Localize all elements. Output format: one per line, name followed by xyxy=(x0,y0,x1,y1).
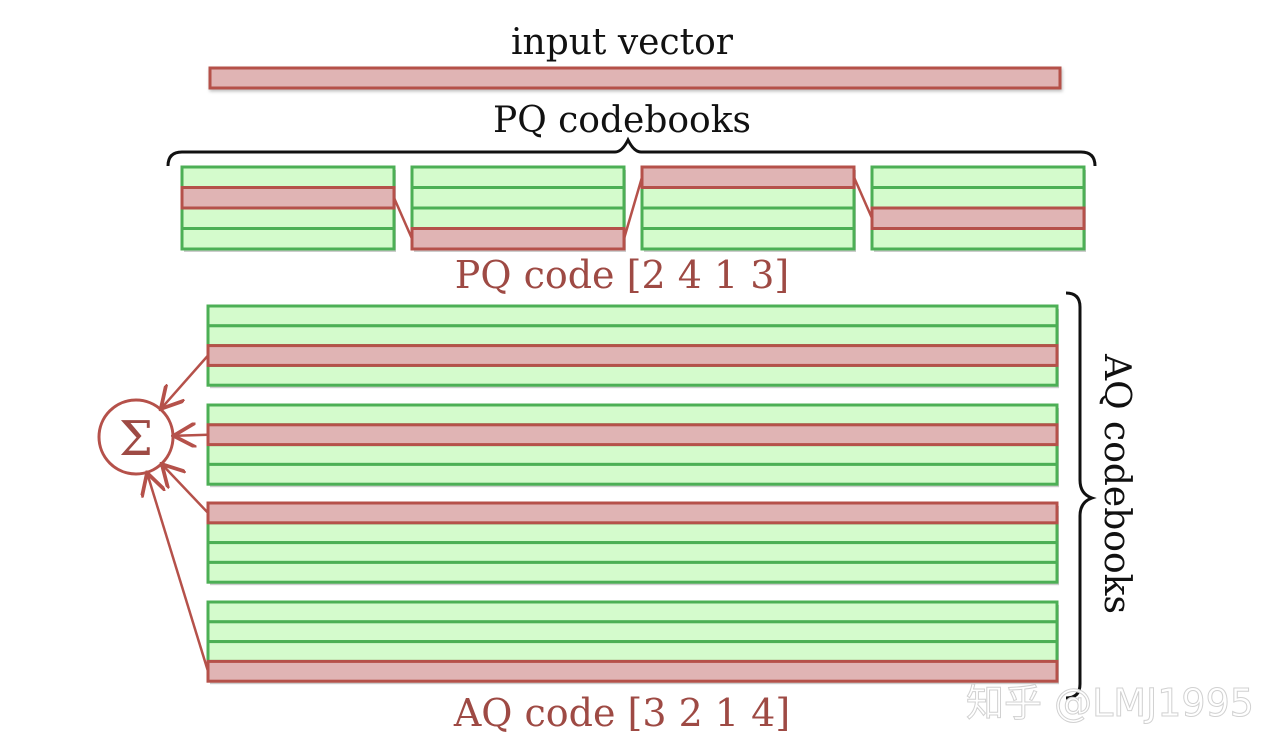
pq-code-connector xyxy=(852,176,874,219)
aq-codeword xyxy=(206,541,1059,564)
pq-selected-codeword xyxy=(410,227,626,251)
input-vector-bar xyxy=(208,66,1062,90)
pq-codebooks-label: PQ codebooks xyxy=(493,100,751,141)
pq-codeword xyxy=(640,227,856,251)
pq-code-connector xyxy=(392,197,414,240)
pq-codeword xyxy=(640,186,856,210)
sum-arrows xyxy=(148,354,210,672)
aq-codeword xyxy=(206,462,1059,486)
pq-codebooks-brace xyxy=(166,136,1097,167)
pq-code-connector xyxy=(622,176,644,240)
aq-codeword xyxy=(206,560,1059,584)
pq-selected-codeword xyxy=(870,206,1086,230)
pq-codeword xyxy=(870,186,1086,210)
aq-codebooks-label: AQ codebooks xyxy=(1096,353,1137,614)
aq-codebooks xyxy=(206,304,1059,685)
sum-arrow xyxy=(164,466,209,514)
pq-codeword xyxy=(180,165,396,189)
aq-selected-codeword xyxy=(206,659,1059,683)
aq-codebooks-brace xyxy=(1065,291,1097,700)
pq-codeword xyxy=(410,206,626,230)
aq-selected-codeword xyxy=(206,344,1059,367)
pq-codeword xyxy=(180,206,396,230)
pq-codeword xyxy=(410,186,626,210)
sum-arrow xyxy=(162,354,209,408)
watermark-text: 知乎 @LMJ1995 xyxy=(966,681,1254,725)
aq-codeword xyxy=(206,521,1059,545)
pq-selected-codeword xyxy=(180,186,396,210)
pq-selected-codeword xyxy=(640,165,856,189)
aq-codeword xyxy=(206,620,1059,644)
aq-codeword xyxy=(206,443,1059,466)
aq-codeword xyxy=(206,324,1059,348)
input-vector-label: input vector xyxy=(511,22,734,63)
pq-codebooks xyxy=(180,165,1086,252)
aq-codeword xyxy=(206,363,1059,387)
pq-codeword xyxy=(870,165,1086,189)
sum-arrow xyxy=(176,435,209,436)
aq-codeword xyxy=(206,600,1059,624)
sum-arrow xyxy=(148,475,210,672)
pq-code-label: PQ code [2 4 1 3] xyxy=(455,253,789,297)
aq-selected-codeword xyxy=(206,501,1059,525)
aq-codeword xyxy=(206,304,1059,328)
aq-selected-codeword xyxy=(206,423,1059,447)
sum-icon: Σ xyxy=(119,411,153,467)
aq-code-label: AQ code [3 2 1 4] xyxy=(453,691,790,735)
pq-codeword xyxy=(180,227,396,251)
pq-codeword xyxy=(410,165,626,189)
aq-codeword xyxy=(206,640,1059,663)
pq-codeword xyxy=(870,227,1086,251)
pq-codeword xyxy=(640,206,856,230)
aq-codeword xyxy=(206,403,1059,427)
